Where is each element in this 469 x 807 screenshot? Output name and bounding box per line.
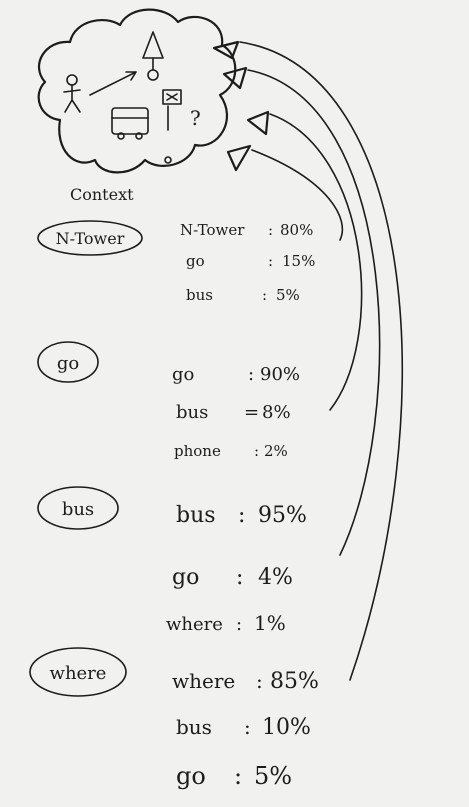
prediction-label: N-Tower xyxy=(180,221,245,239)
predictions-where: where : 85% bus : 10% go : 5% xyxy=(172,669,319,790)
token-label: go xyxy=(57,353,79,374)
token-label: where xyxy=(50,663,107,684)
svg-text::: : xyxy=(234,762,242,790)
feedback-arrows xyxy=(239,41,404,681)
context-cloud xyxy=(37,8,237,174)
token-bus: bus xyxy=(37,486,119,530)
sign-icon xyxy=(162,89,182,131)
svg-text:=: = xyxy=(244,402,259,423)
prediction-value: 2% xyxy=(264,442,288,460)
prediction-value: 10% xyxy=(262,715,311,740)
prediction-label: go xyxy=(186,252,205,270)
prediction-label: bus xyxy=(176,402,208,423)
prediction-label: where xyxy=(172,669,235,693)
predictions-bus: bus : 95% go : 4% where : 1% xyxy=(166,503,307,635)
token-label: N-Tower xyxy=(56,229,125,248)
prediction-value: 80% xyxy=(280,221,313,239)
prediction-value: 85% xyxy=(270,669,319,694)
prediction-value: 5% xyxy=(254,762,292,790)
svg-text::: : xyxy=(238,503,245,528)
state-markers xyxy=(212,40,270,172)
arrow-icon xyxy=(89,71,137,96)
svg-text::: : xyxy=(236,614,242,635)
svg-text::: : xyxy=(262,286,267,304)
prediction-value: 15% xyxy=(282,252,315,270)
prediction-value: 1% xyxy=(254,611,286,635)
prediction-value: 8% xyxy=(262,402,291,423)
svg-text::: : xyxy=(236,565,243,590)
prediction-label: where xyxy=(166,614,223,635)
svg-text::: : xyxy=(256,669,263,693)
token-go: go xyxy=(37,341,99,383)
prediction-label: phone xyxy=(174,442,221,460)
predictions-go: go : 90% bus = 8% phone : 2% xyxy=(172,364,300,460)
token-label: bus xyxy=(62,499,94,520)
prediction-label: bus xyxy=(176,715,212,739)
prediction-value: 90% xyxy=(260,364,300,385)
token-where: where xyxy=(29,647,127,697)
token-n-tower: N-Tower xyxy=(37,220,143,256)
prediction-value: 4% xyxy=(258,565,293,590)
person-icon xyxy=(63,74,81,113)
svg-text::: : xyxy=(268,221,273,239)
predictions-n-tower: N-Tower : 80% go : 15% bus : 5% xyxy=(180,221,315,304)
prediction-label: bus xyxy=(186,286,213,304)
svg-text::: : xyxy=(254,442,259,460)
context-label: Context xyxy=(70,185,134,204)
prediction-value: 5% xyxy=(276,286,300,304)
prediction-label: bus xyxy=(176,503,216,528)
question-mark: ? xyxy=(190,106,201,130)
bus-icon xyxy=(111,107,149,140)
svg-text::: : xyxy=(268,252,273,270)
prediction-label: go xyxy=(176,762,206,790)
svg-text::: : xyxy=(244,715,251,739)
svg-text::: : xyxy=(248,364,254,385)
prediction-value: 95% xyxy=(258,503,307,528)
prediction-label: go xyxy=(172,565,199,590)
tower-icon xyxy=(142,31,164,81)
prediction-label: go xyxy=(172,364,194,385)
